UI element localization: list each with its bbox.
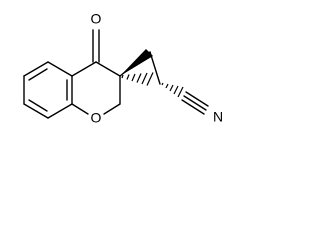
wedge-bond (120, 49, 153, 76)
chemical-structure-drawing: O O N (23, 11, 223, 126)
hashed-wedge-bond (161, 82, 184, 98)
cyclopropane-bond (149, 51, 161, 85)
hashed-wedge-bond (121, 72, 154, 86)
bonds (23, 29, 209, 119)
ring-bond (103, 103, 121, 115)
nitrile-nitrogen-label: N (213, 109, 223, 125)
nitrile-bond (181, 99, 205, 115)
benzene-double-bond (28, 99, 48, 112)
carbonyl-oxygen-label: O (91, 11, 102, 27)
benzene-double-bond (28, 68, 48, 81)
ring-bond (95, 61, 121, 77)
ring-bond (71, 103, 89, 115)
benzene-bond (23, 61, 49, 77)
ring-oxygen-label: O (91, 110, 102, 126)
benzene-bond (47, 61, 73, 77)
benzene-bond (47, 103, 73, 119)
ring-bond (71, 61, 97, 77)
nitrile-bond (185, 91, 209, 107)
benzene-bond (23, 103, 49, 119)
nitrile-bond (183, 95, 207, 111)
